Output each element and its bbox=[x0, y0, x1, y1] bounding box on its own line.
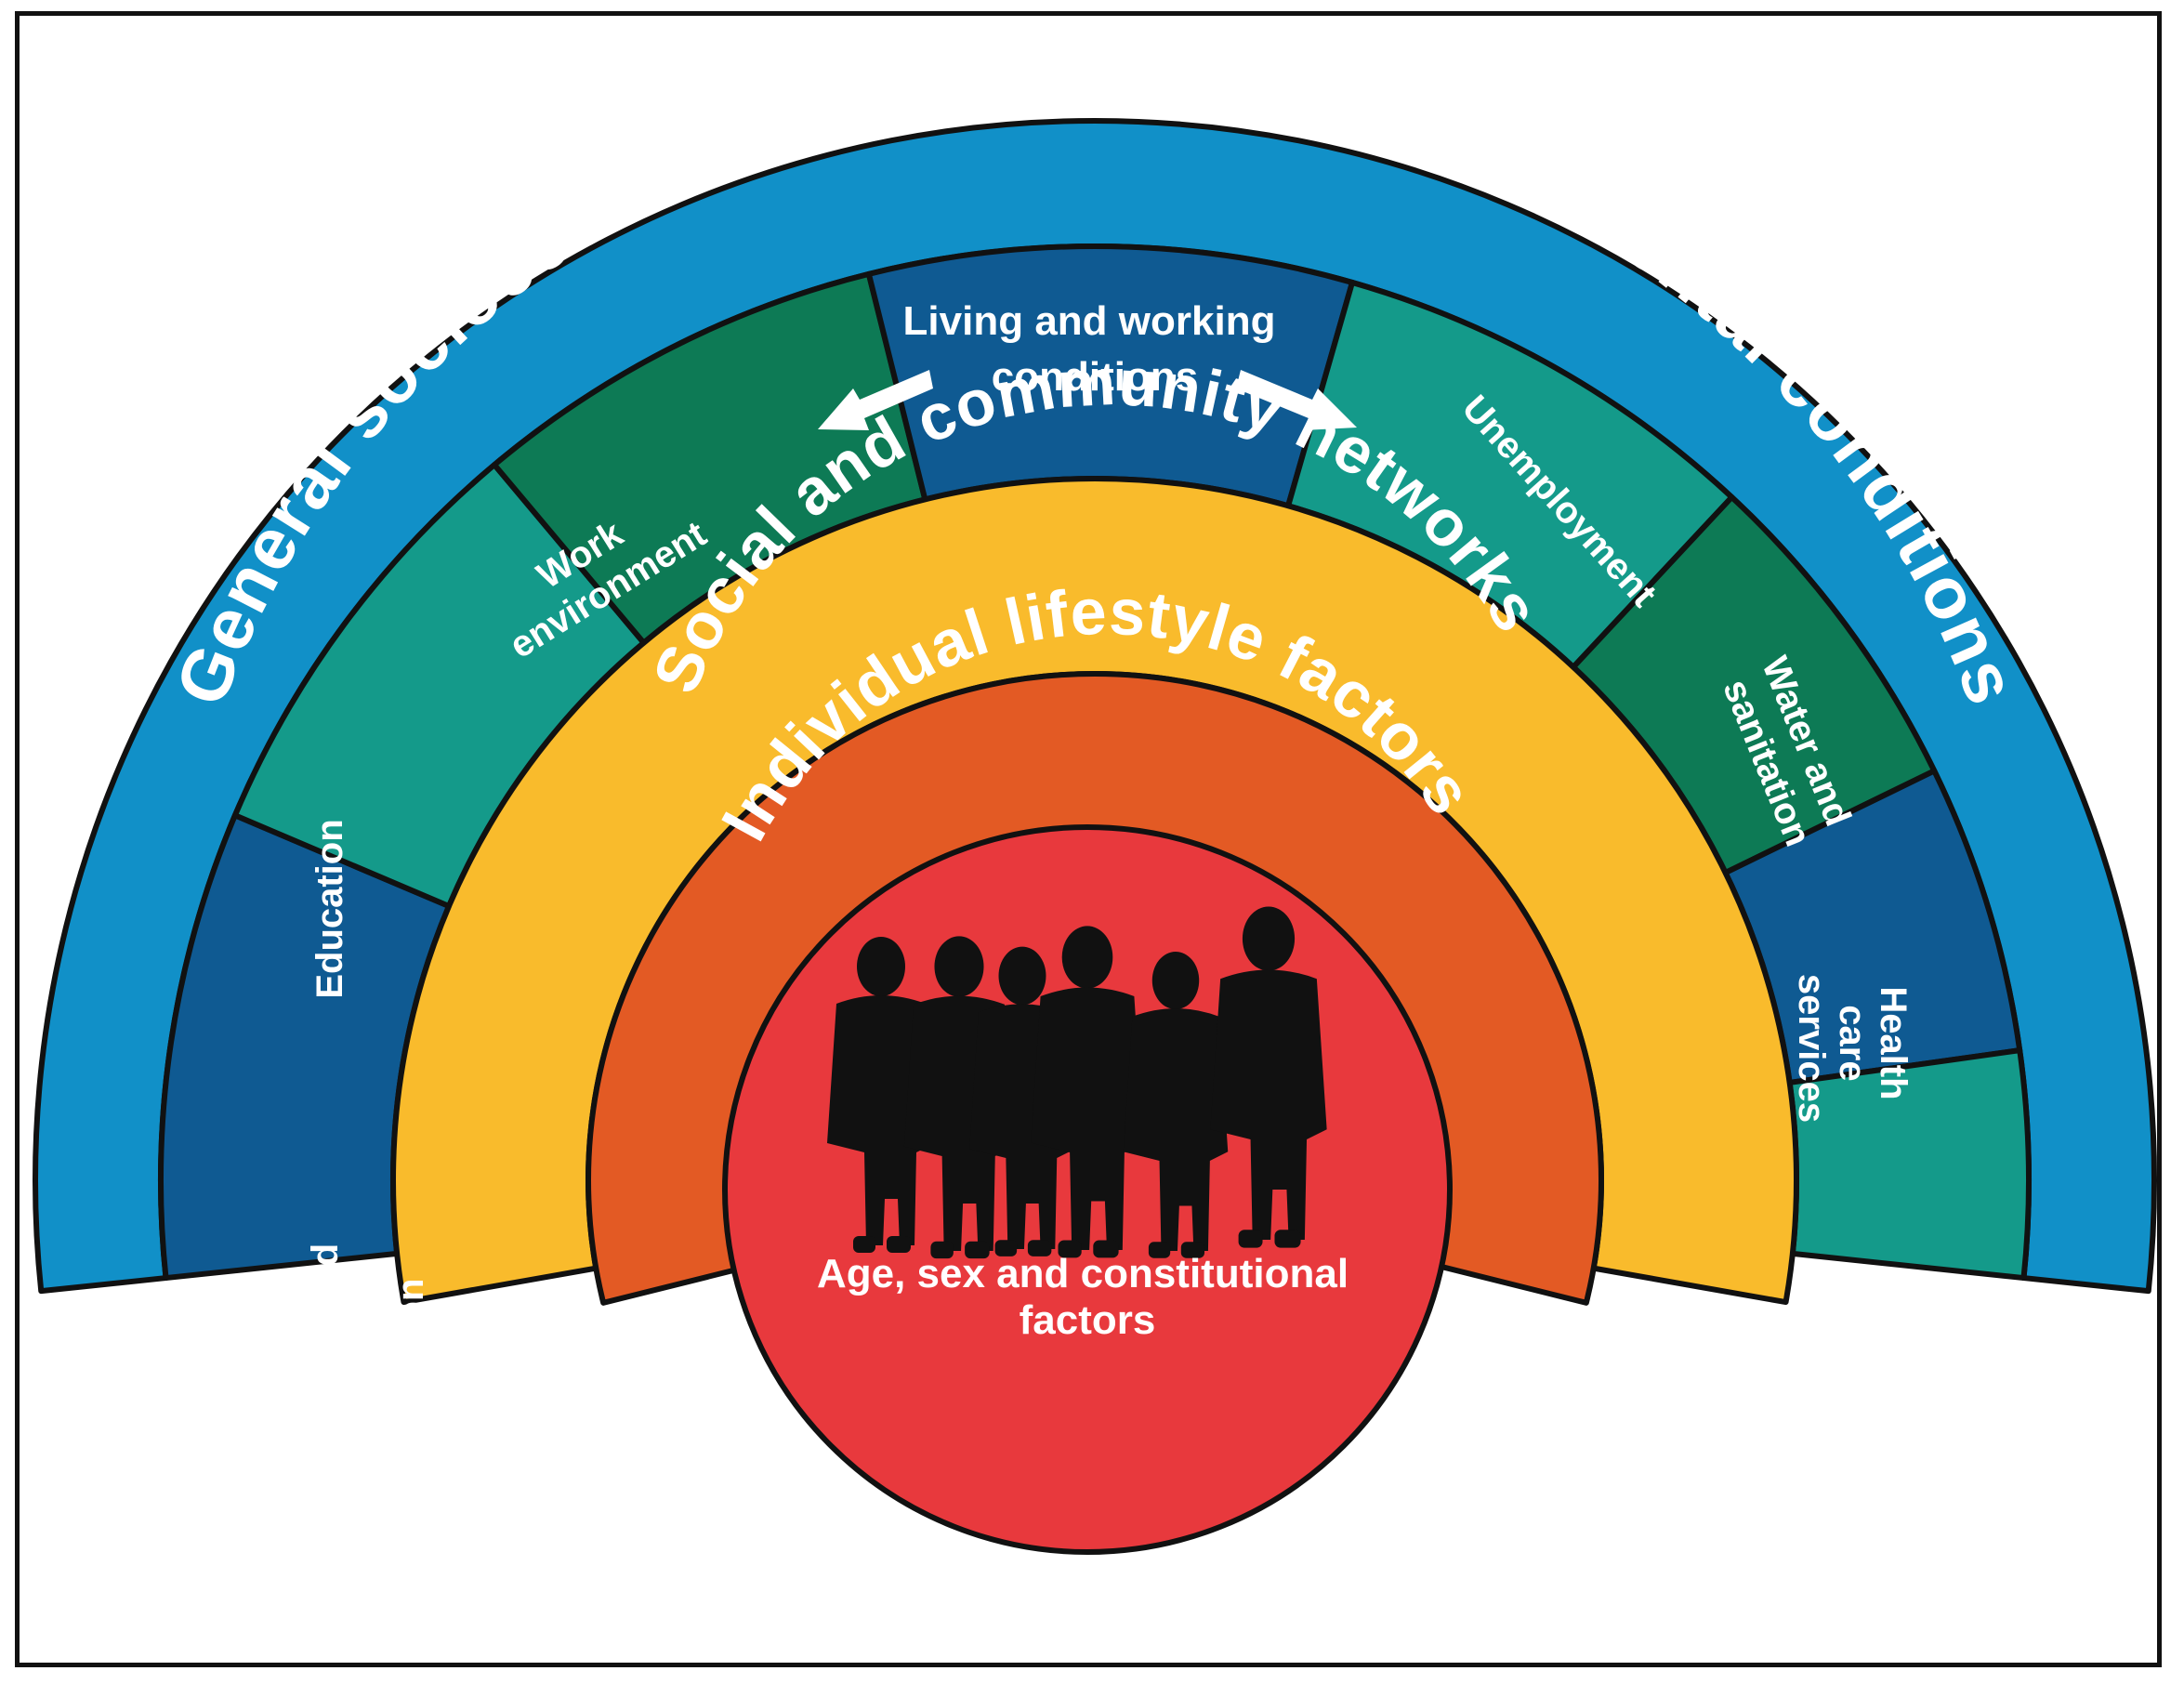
right-arrow-icon bbox=[1236, 370, 1357, 430]
living-working-label-line1: Living and working bbox=[903, 298, 1276, 344]
health-care-label: Health care services bbox=[1791, 974, 1914, 1123]
person-silhouette bbox=[827, 937, 935, 1253]
education-label: Education bbox=[309, 819, 350, 998]
living-working-label-line2: conditions bbox=[992, 354, 1198, 400]
person-silhouette bbox=[1031, 926, 1144, 1258]
person-silhouette bbox=[1210, 906, 1327, 1248]
people-silhouette-icon bbox=[827, 906, 1327, 1259]
housing-label: Housing bbox=[1813, 1283, 1854, 1431]
person-silhouette bbox=[1123, 951, 1229, 1258]
core-label-line2: factors bbox=[1020, 1297, 1156, 1343]
left-arrow-icon bbox=[818, 370, 933, 430]
agriculture-label: Agriculture and food production bbox=[305, 1233, 431, 1519]
core-label-line1: Age, sex and constitutional bbox=[817, 1251, 1349, 1296]
